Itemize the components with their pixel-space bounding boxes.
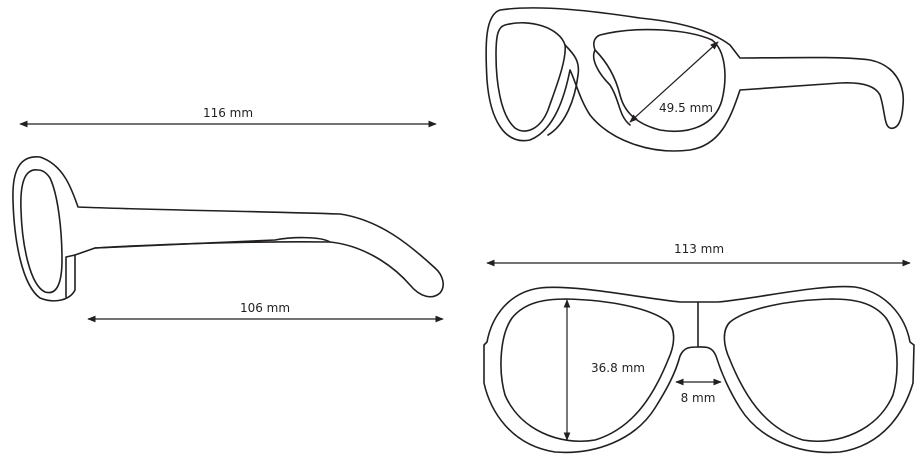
front-view: 113 mm 36.8 mm 8 mm: [483, 242, 915, 454]
label-8-mm: 8 mm: [681, 391, 716, 405]
side-view: 116 mm 106 mm: [12, 106, 444, 323]
label-116-mm: 116 mm: [203, 106, 253, 120]
front-left-lens: [500, 298, 675, 442]
front-right-lens: [723, 298, 898, 442]
perspective-right-lens: [593, 28, 726, 132]
perspective-frame-outline: [485, 7, 905, 152]
perspective-view: 49.5 mm: [485, 7, 905, 152]
label-113-mm: 113 mm: [674, 242, 724, 256]
label-36-8-mm: 36.8 mm: [591, 361, 645, 375]
side-frame-outline: [12, 156, 444, 302]
label-49-5-mm: 49.5 mm: [659, 101, 713, 115]
perspective-left-lens: [495, 21, 566, 132]
side-lens: [20, 169, 63, 294]
label-106-mm: 106 mm: [240, 301, 290, 315]
front-frame-outline: [483, 285, 915, 454]
lens-width-arrow: [629, 41, 719, 123]
